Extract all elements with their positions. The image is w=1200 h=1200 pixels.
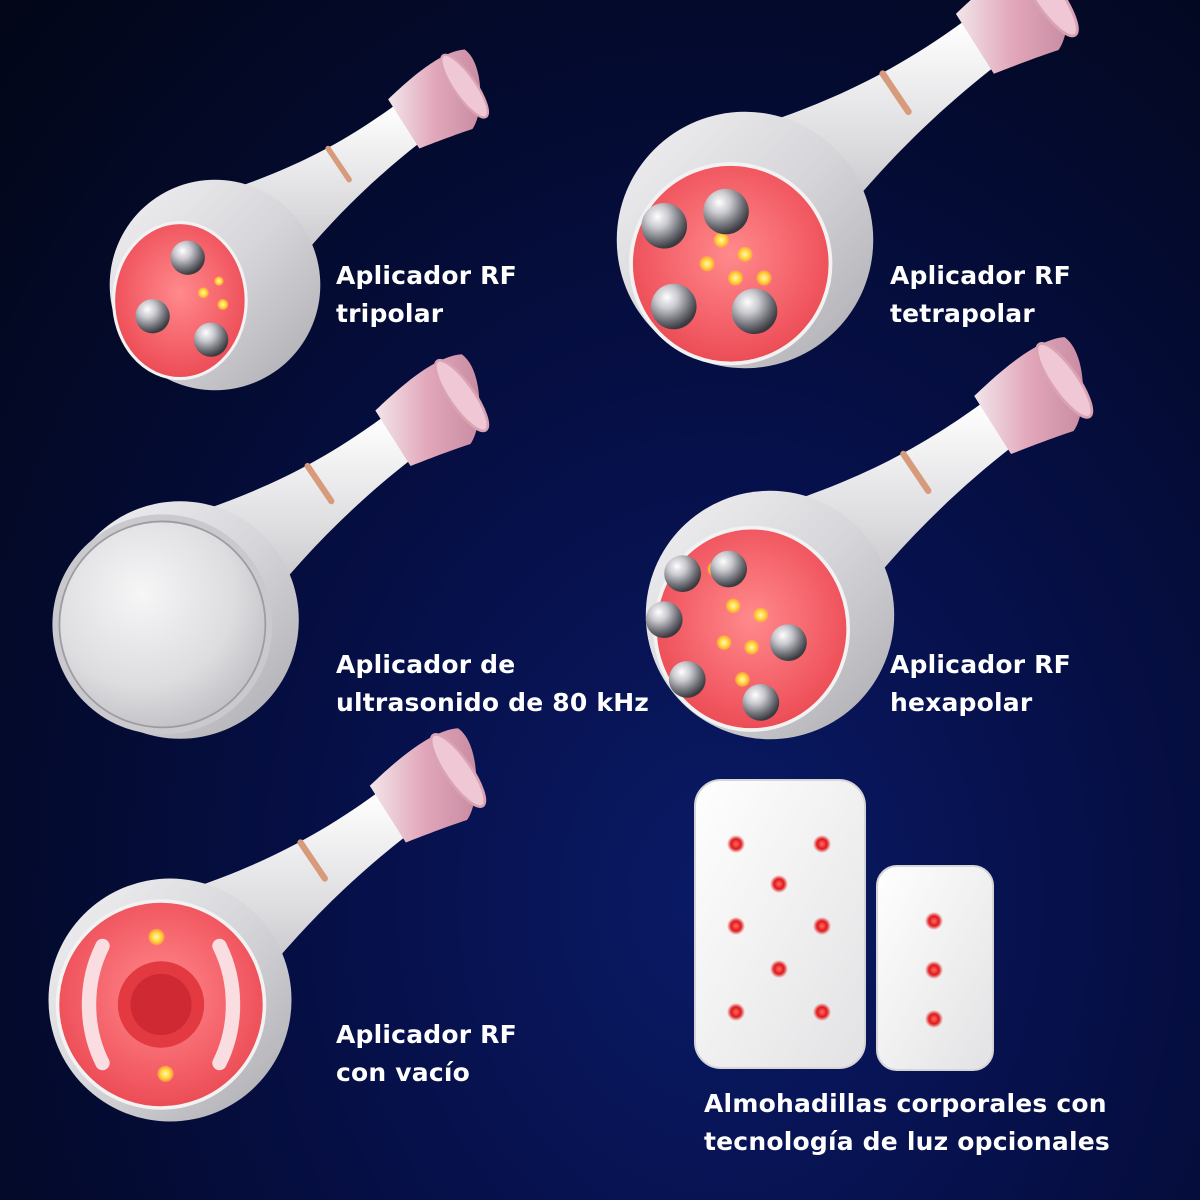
hexapolar-applicator: [646, 337, 1100, 739]
label-line: tetrapolar: [890, 299, 1035, 328]
label-ultrasound: Aplicador de ultrasonido de 80 kHz: [336, 646, 649, 722]
label-line: Aplicador RF: [336, 1020, 517, 1049]
label-tripolar: Aplicador RF tripolar: [336, 257, 517, 333]
label-tetrapolar: Aplicador RF tetrapolar: [890, 257, 1071, 333]
label-line: hexapolar: [890, 688, 1033, 717]
label-line: Aplicador RF: [890, 261, 1071, 290]
label-hexapolar: Aplicador RF hexapolar: [890, 646, 1071, 722]
label-line: Aplicador de: [336, 650, 516, 679]
label-line: ultrasonido de 80 kHz: [336, 688, 650, 717]
label-vacuum: Aplicador RF con vacío: [336, 1016, 517, 1092]
label-line: tecnología de luz opcionales: [704, 1127, 1110, 1156]
label-line: con vacío: [336, 1058, 471, 1087]
label-pads: Almohadillas corporales con tecnología d…: [704, 1085, 1110, 1161]
label-line: Aplicador RF: [890, 650, 1071, 679]
label-line: Almohadillas corporales con: [704, 1089, 1107, 1118]
label-line: tripolar: [336, 299, 444, 328]
label-line: Aplicador RF: [336, 261, 517, 290]
tripolar-applicator: [110, 49, 495, 390]
ultrasound-applicator: [52, 354, 496, 739]
tetrapolar-applicator: [617, 0, 1086, 368]
vacuum-applicator: [48, 728, 493, 1122]
light-pads: [694, 779, 994, 1071]
